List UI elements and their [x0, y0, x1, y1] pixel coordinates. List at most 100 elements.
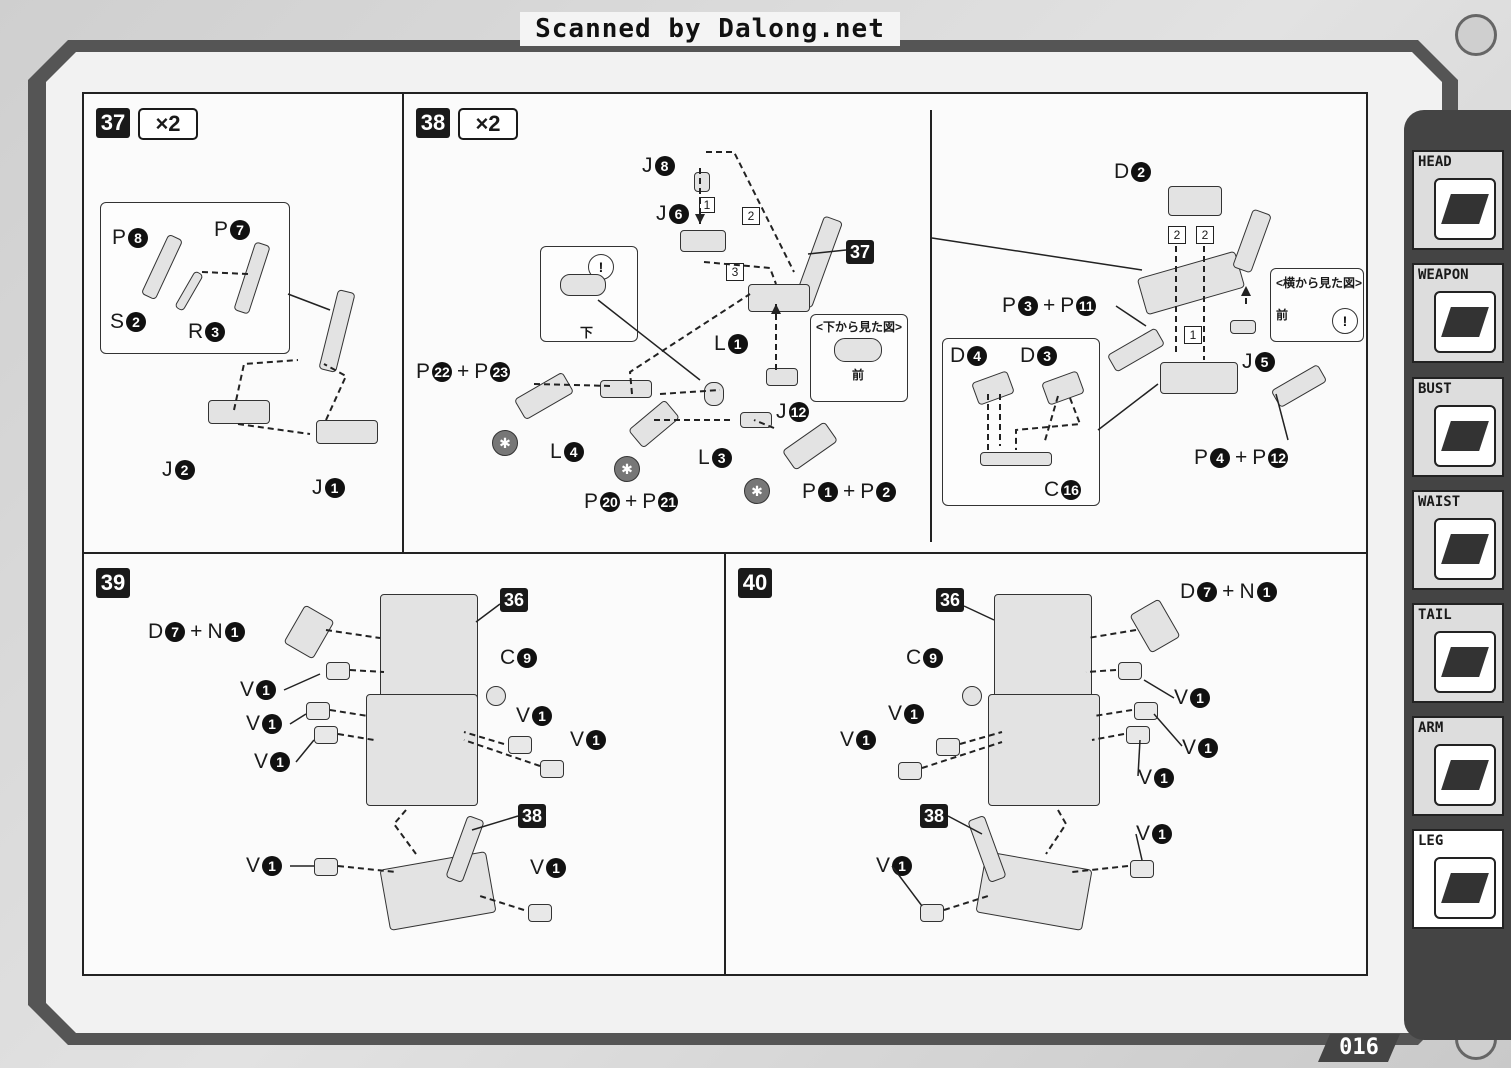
part-detail — [560, 274, 606, 296]
bottom-view-title: <下から見た図> — [816, 320, 903, 334]
caution-icon: ! — [1332, 308, 1358, 334]
tail-part-icon — [1434, 631, 1496, 693]
corner-screw-icon — [1455, 14, 1497, 56]
reference-step-37: 37 — [846, 240, 874, 264]
cap-v1 — [540, 760, 564, 778]
tab-tail[interactable]: TAIL — [1412, 603, 1504, 703]
tab-leg[interactable]: LEG — [1412, 829, 1504, 929]
part-d2 — [1168, 186, 1222, 216]
cap-v1 — [326, 662, 350, 680]
sticker-icon: ✱ — [744, 478, 770, 504]
cap-v1 — [508, 736, 532, 754]
arm-part-icon — [1434, 744, 1496, 806]
part-c16 — [980, 452, 1052, 466]
sequence-box: 2 — [742, 207, 760, 225]
tab-bust[interactable]: BUST — [1412, 377, 1504, 477]
bottom-view-part — [834, 338, 882, 362]
waist-part-icon — [1434, 518, 1496, 580]
waist-body-assembly — [994, 594, 1092, 706]
tab-waist[interactable]: WAIST — [1412, 490, 1504, 590]
part-j5 — [1230, 320, 1256, 334]
cap-v1 — [1134, 702, 1158, 720]
cap-v1 — [920, 904, 944, 922]
part-c9 — [962, 686, 982, 706]
hip-joint-assembly — [366, 694, 478, 806]
sequence-box: 1 — [1184, 326, 1202, 344]
hip-joint-assembly — [988, 694, 1100, 806]
sticker-icon: ✱ — [492, 430, 518, 456]
section-divider — [930, 110, 932, 542]
assembly-guide-lines — [201, 271, 348, 435]
bottom-view-caption: 前 — [852, 368, 865, 382]
part-l1 — [704, 382, 724, 406]
tab-arm[interactable]: ARM — [1412, 716, 1504, 816]
step-number: 40 — [738, 568, 772, 598]
head-part-icon — [1434, 178, 1496, 240]
tab-weapon[interactable]: WEAPON — [1412, 263, 1504, 363]
sequence-box: 2 — [1168, 226, 1186, 244]
sticker-icon: ✱ — [614, 456, 640, 482]
quantity-badge: ×2 — [458, 108, 518, 140]
step-number: 38 — [416, 108, 450, 138]
cap-v1 — [528, 904, 552, 922]
step-number: 39 — [96, 568, 130, 598]
page-number: 016 — [1318, 1034, 1400, 1062]
weapon-part-icon — [1434, 291, 1496, 353]
part-j1 — [316, 420, 378, 444]
cap-v1 — [314, 726, 338, 744]
cap-v1 — [314, 858, 338, 876]
step-number: 37 — [96, 108, 130, 138]
reference-step-38: 38 — [518, 804, 546, 828]
reference-step-38: 38 — [920, 804, 948, 828]
reference-step-36: 36 — [936, 588, 964, 612]
part-c9 — [486, 686, 506, 706]
tab-head[interactable]: HEAD — [1412, 150, 1504, 250]
leg-part-icon — [1434, 857, 1496, 919]
side-view-title: <横から見た図> — [1276, 276, 1363, 290]
part-j12 — [766, 368, 798, 386]
leg-foot-base — [1160, 362, 1238, 394]
note-direction-label: 下 — [580, 325, 594, 340]
assembly-guide-lines — [533, 151, 1289, 452]
part-j8 — [694, 172, 710, 192]
cap-v1 — [306, 702, 330, 720]
sequence-box: 1 — [699, 197, 715, 213]
sequence-box: 2 — [1196, 226, 1214, 244]
reference-step-36: 36 — [500, 588, 528, 612]
part-l4 — [600, 380, 652, 398]
